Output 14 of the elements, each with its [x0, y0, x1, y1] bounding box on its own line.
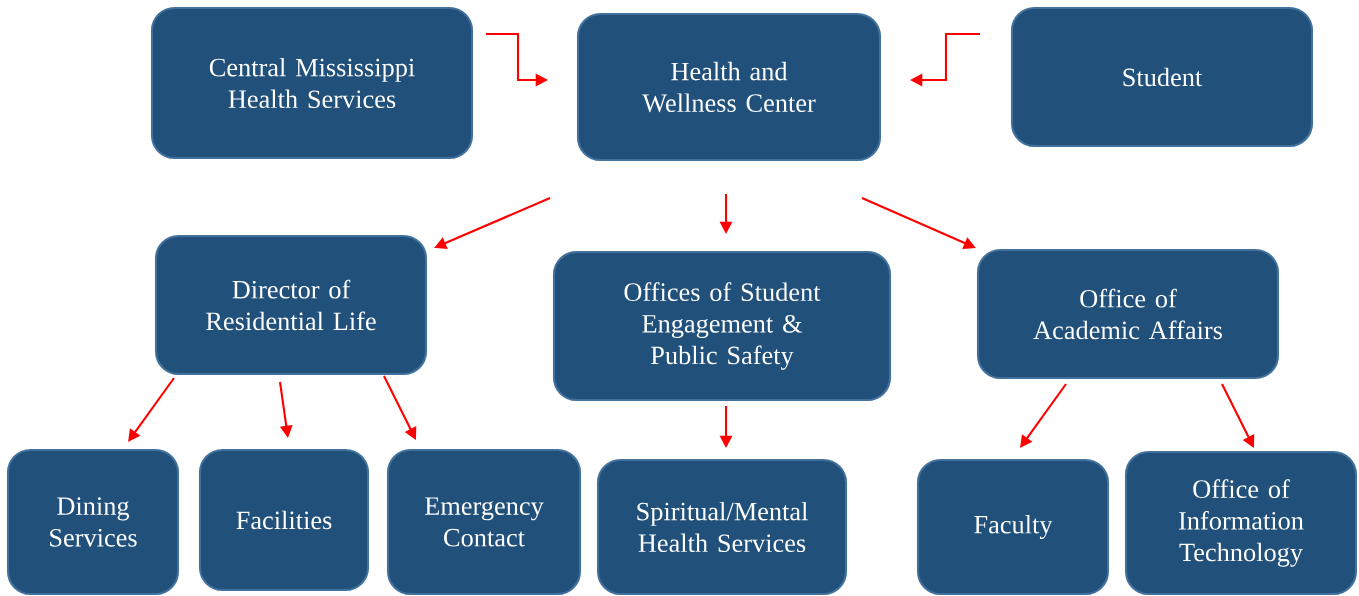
org-box: Faculty [916, 458, 1110, 596]
org-box: Office of Information Technology [1124, 450, 1358, 596]
org-box: Health and Wellness Center [576, 12, 882, 162]
org-box: Central Mississippi Health Services [150, 6, 474, 160]
arrow [128, 377, 175, 442]
org-box: Director of Residential Life [154, 234, 428, 376]
org-box: Student [1010, 6, 1314, 148]
org-box: Offices of Student Engagement & Public Safety [552, 250, 892, 402]
org-box: Office of Academic Affairs [976, 248, 1280, 380]
org-box: Emergency Contact [386, 448, 582, 596]
arrow [1020, 383, 1067, 448]
org-box: Spiritual/Mental Health Services [596, 458, 848, 596]
org-box: Facilities [198, 448, 370, 592]
org-box: Dining Services [6, 448, 180, 596]
